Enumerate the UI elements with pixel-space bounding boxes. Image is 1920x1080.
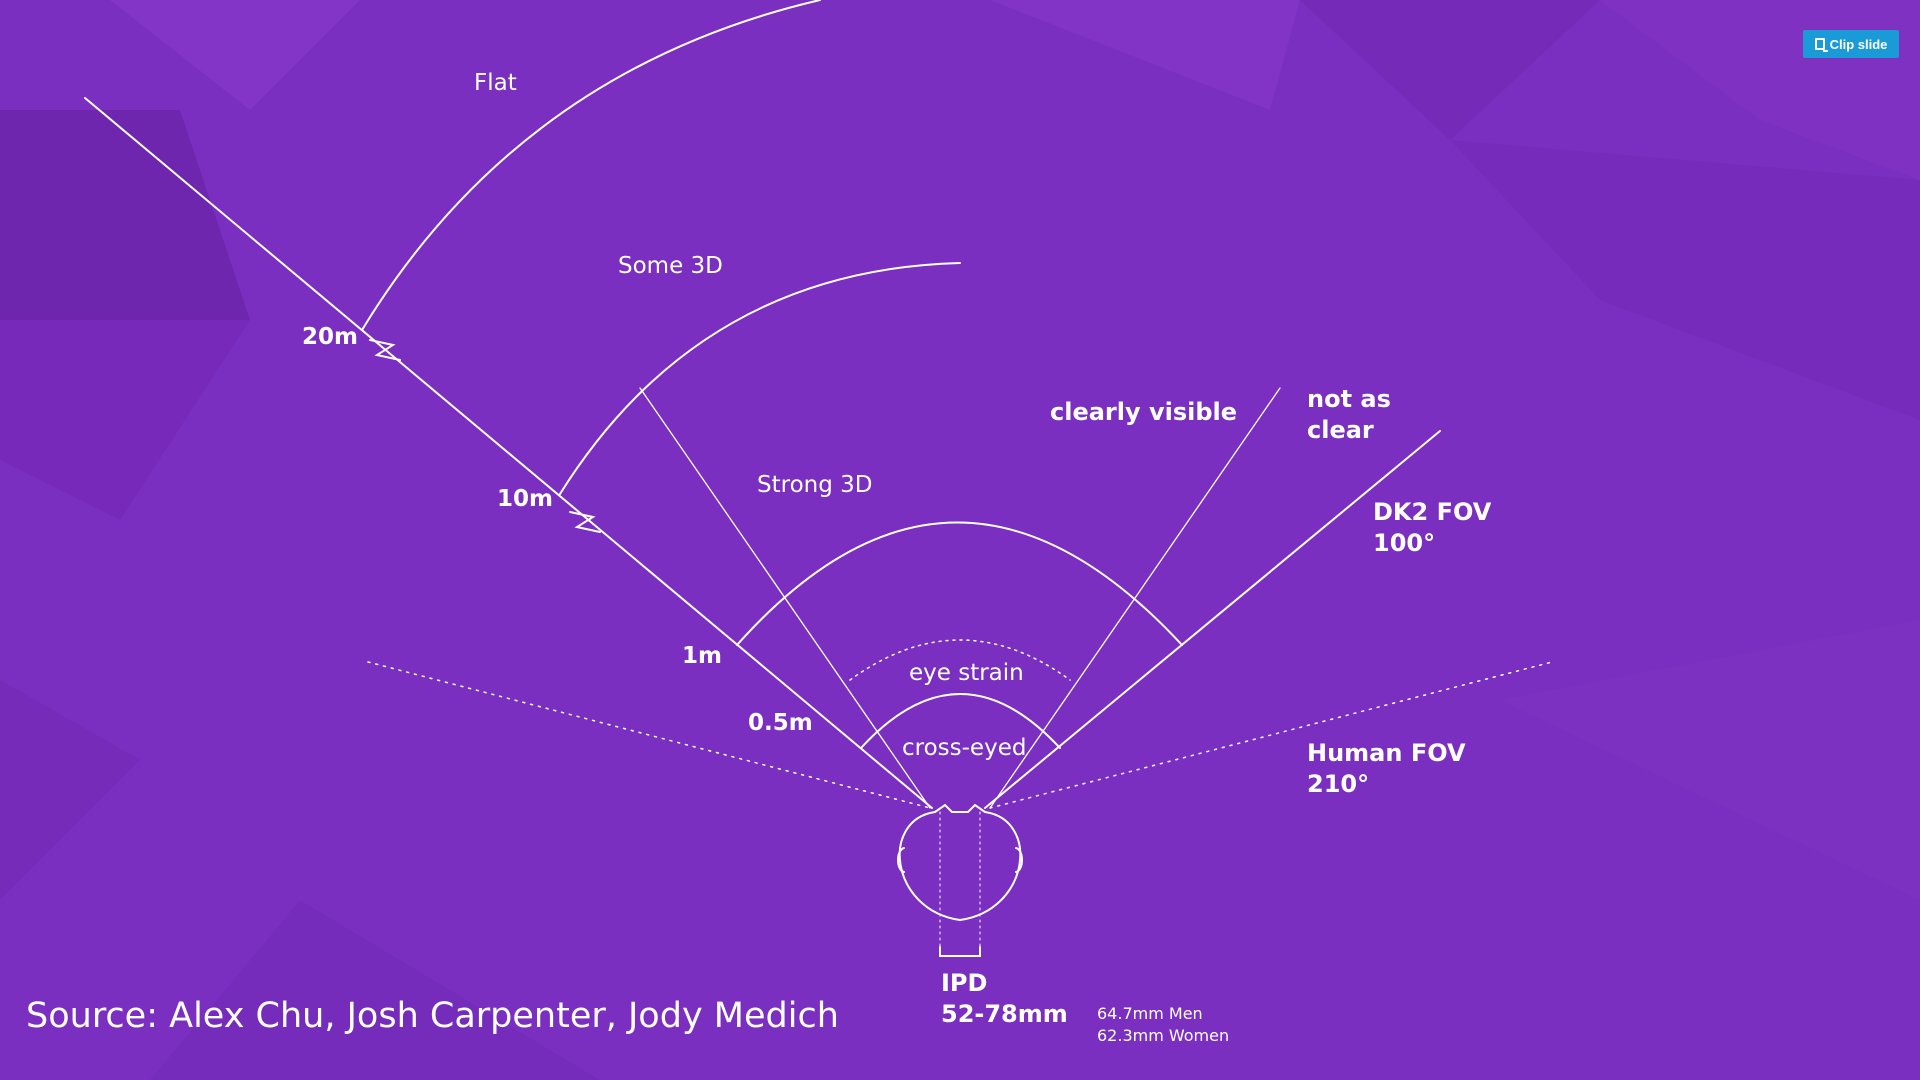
dk2-fov-left-line <box>84 97 933 809</box>
label-dk2-fov: DK2 FOV 100° <box>1373 497 1491 559</box>
left-ear <box>897 847 905 873</box>
head-outline <box>898 803 1022 922</box>
label-not-as-clear-line2: clear <box>1307 416 1374 444</box>
distance-label-20m: 20m <box>302 324 358 350</box>
arc-some-3d <box>559 262 961 495</box>
label-human-fov-line2: 210° <box>1307 770 1370 798</box>
dk2-fov-right-line <box>984 430 1441 809</box>
zone-label-flat: Flat <box>474 70 517 96</box>
label-not-as-clear-line1: not as <box>1307 385 1391 413</box>
clip-icon <box>1814 38 1828 52</box>
label-ipd-line2: 52-78mm <box>941 1000 1068 1028</box>
label-dk2-fov-line2: 100° <box>1373 529 1436 557</box>
label-human-fov: Human FOV 210° <box>1307 738 1466 800</box>
label-not-as-clear: not as clear <box>1307 384 1391 446</box>
arc-eye-strain <box>849 639 1071 681</box>
distance-label-1m: 1m <box>682 643 722 669</box>
distance-label-0-5m: 0.5m <box>748 710 813 736</box>
arc-flat <box>361 0 821 331</box>
ipd-bracket <box>939 946 981 957</box>
clear-vision-right-line <box>989 387 1281 809</box>
break-mark-20m <box>369 339 401 361</box>
zone-label-cross-eyed: cross-eyed <box>902 735 1027 761</box>
label-dk2-fov-line1: DK2 FOV <box>1373 498 1492 526</box>
human-fov-left-line <box>367 661 931 809</box>
arc-strong-3d <box>736 521 1183 646</box>
break-mark-10m <box>569 511 601 533</box>
zone-label-some-3d: Some 3D <box>618 253 723 279</box>
ipd-averages: 64.7mm Men 62.3mm Women <box>1097 1003 1229 1047</box>
arc-cross-eyed <box>860 693 1061 749</box>
label-human-fov-line1: Human FOV <box>1307 739 1466 767</box>
right-ear <box>1015 847 1023 873</box>
human-fov-right-line <box>989 661 1553 809</box>
clip-slide-label: Clip slide <box>1829 36 1888 52</box>
clip-slide-button[interactable]: Clip slide <box>1803 30 1899 58</box>
label-clearly-visible: clearly visible <box>1050 398 1238 426</box>
distance-label-10m: 10m <box>497 486 553 512</box>
ipd-men: 64.7mm Men <box>1097 1004 1203 1023</box>
label-ipd: IPD 52-78mm <box>941 968 1068 1030</box>
zone-label-strong-3d: Strong 3D <box>757 472 873 498</box>
source-citation: Source: Alex Chu, Josh Carpenter, Jody M… <box>26 996 839 1036</box>
ipd-women: 62.3mm Women <box>1097 1026 1230 1045</box>
label-ipd-line1: IPD <box>941 969 988 997</box>
zone-label-eye-strain: eye strain <box>909 660 1024 686</box>
